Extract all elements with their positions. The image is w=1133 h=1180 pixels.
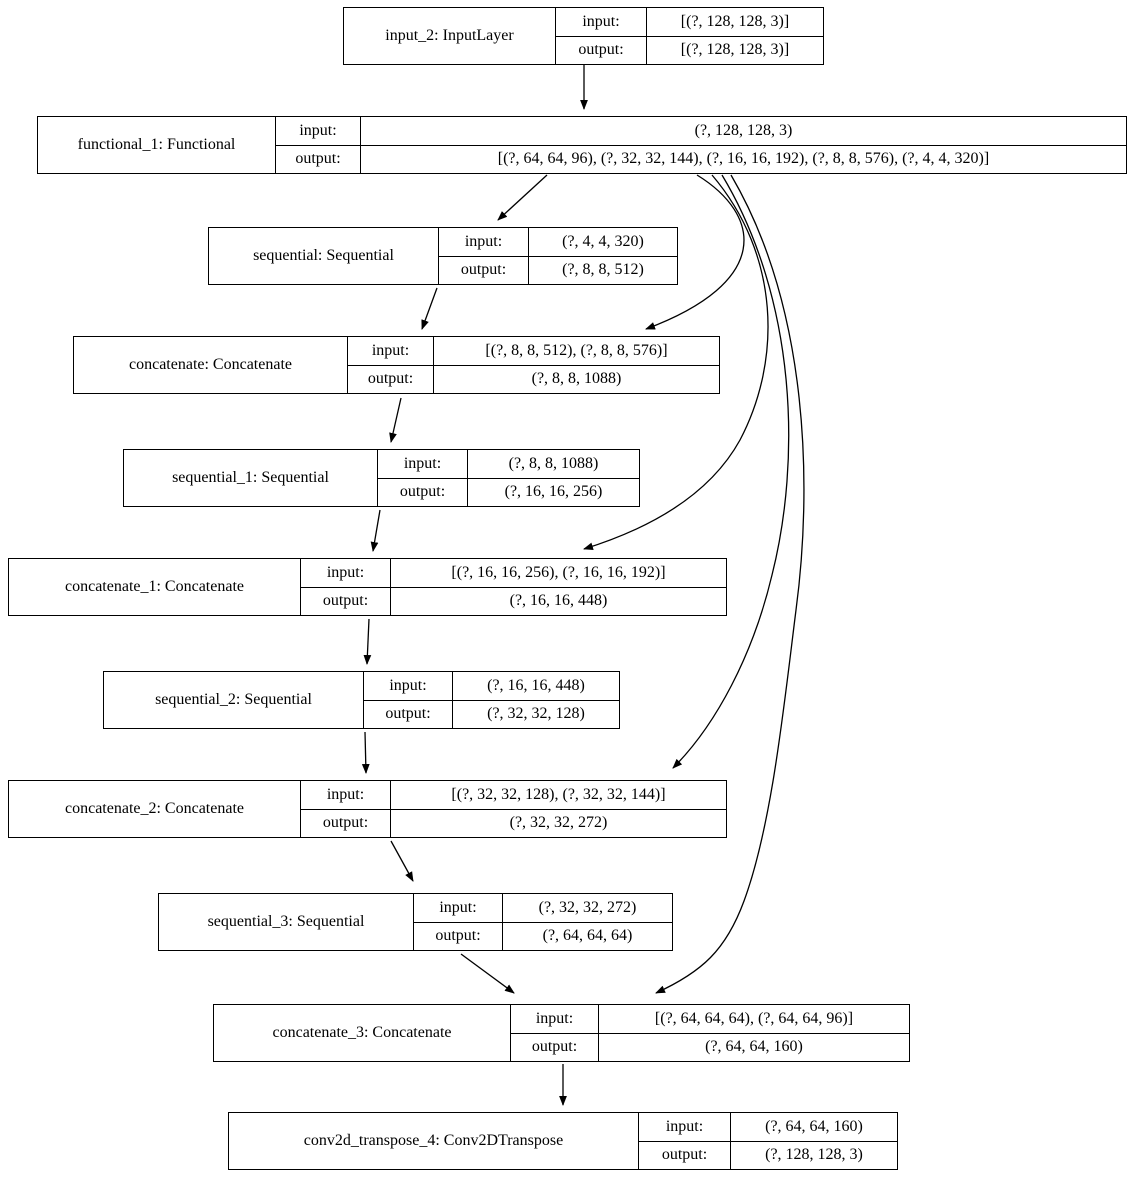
edge-concatenate-to-sequential-1 — [389, 397, 402, 443]
node-sequential-3: sequential_3: Sequential input: (?, 32, … — [158, 893, 673, 951]
input-shape-cell: (?, 32, 32, 272) — [538, 898, 637, 916]
node-input-2: input_2: InputLayer input: [(?, 128, 128… — [343, 7, 824, 65]
edge-concatenate-2-to-sequential-3 — [390, 840, 414, 882]
layer-name-cell: sequential: Sequential — [209, 228, 439, 284]
output-label-cell: output: — [639, 1141, 731, 1169]
input-shape-cell: (?, 8, 8, 1088) — [508, 454, 599, 472]
output-label-cell: output: — [348, 365, 434, 393]
input-label-cell: input: — [414, 894, 503, 922]
input-shape-cell: (?, 128, 128, 3) — [694, 121, 793, 139]
output-shape-cell: (?, 128, 128, 3) — [765, 1146, 863, 1164]
input-label-cell: input: — [511, 1005, 599, 1033]
node-conv2d-transpose-4: conv2d_transpose_4: Conv2DTranspose inpu… — [228, 1112, 898, 1170]
output-shape-cell: (?, 32, 32, 128) — [487, 705, 585, 723]
output-label-cell: output: — [301, 587, 391, 615]
layer-name-cell: sequential_1: Sequential — [124, 450, 378, 506]
output-shape-cell: (?, 16, 16, 448) — [509, 592, 608, 610]
edge-sequential-3-to-concatenate-3 — [460, 953, 515, 994]
layer-name-cell: sequential_2: Sequential — [104, 672, 364, 728]
layer-name-cell: conv2d_transpose_4: Conv2DTranspose — [229, 1113, 639, 1169]
input-label-cell: input: — [301, 559, 391, 587]
edge-sequential-1-to-concatenate-1 — [370, 509, 381, 552]
node-sequential-1: sequential_1: Sequential input: (?, 8, 8… — [123, 449, 640, 507]
output-shape-cell: (?, 64, 64, 64) — [542, 927, 633, 945]
layer-name-cell: functional_1: Functional — [38, 117, 276, 173]
node-concatenate-2: concatenate_2: Concatenate input: [(?, 3… — [8, 780, 727, 838]
input-shape-cell: (?, 64, 64, 160) — [765, 1117, 863, 1135]
edge-functional-1-to-concatenate-1 — [583, 174, 769, 551]
node-functional-1: functional_1: Functional input: (?, 128,… — [37, 116, 1127, 174]
layer-name-cell: concatenate: Concatenate — [74, 337, 348, 393]
layer-name-cell: concatenate_1: Concatenate — [9, 559, 301, 615]
output-label-cell: output: — [364, 700, 453, 728]
input-shape-cell: [(?, 8, 8, 512), (?, 8, 8, 576)] — [485, 341, 668, 359]
input-shape-cell: (?, 16, 16, 448) — [487, 676, 585, 694]
input-shape-cell: [(?, 128, 128, 3)] — [680, 12, 790, 30]
node-concatenate-3: concatenate_3: Concatenate input: [(?, 6… — [213, 1004, 910, 1062]
node-sequential: sequential: Sequential input: (?, 4, 4, … — [208, 227, 678, 285]
input-shape-cell: [(?, 16, 16, 256), (?, 16, 16, 192)] — [451, 563, 666, 581]
node-sequential-2: sequential_2: Sequential input: (?, 16, … — [103, 671, 620, 729]
node-concatenate: concatenate: Concatenate input: [(?, 8, … — [73, 336, 720, 394]
input-label-cell: input: — [639, 1113, 731, 1141]
edge-functional-1-to-concatenate — [645, 174, 745, 330]
layer-name-cell: concatenate_2: Concatenate — [9, 781, 301, 837]
output-label-cell: output: — [301, 809, 391, 837]
input-label-cell: input: — [378, 450, 468, 478]
input-shape-cell: [(?, 32, 32, 128), (?, 32, 32, 144)] — [451, 785, 666, 803]
node-concatenate-1: concatenate_1: Concatenate input: [(?, 1… — [8, 558, 727, 616]
output-label-cell: output: — [276, 145, 361, 173]
edge-functional-1-to-concatenate-3 — [655, 174, 805, 994]
edge-concatenate-1-to-sequential-2 — [363, 618, 372, 665]
output-label-cell: output: — [414, 922, 503, 950]
output-shape-cell: (?, 16, 16, 256) — [504, 483, 603, 501]
edge-sequential-2-to-concatenate-2 — [361, 731, 370, 774]
layer-name-cell: input_2: InputLayer — [344, 8, 556, 64]
layer-name-cell: sequential_3: Sequential — [159, 894, 414, 950]
edge-sequential-to-concatenate — [421, 287, 438, 330]
edge-functional-1-to-concatenate-2 — [672, 174, 790, 769]
edge-functional-1-to-sequential — [497, 174, 548, 221]
layer-name-cell: concatenate_3: Concatenate — [214, 1005, 511, 1061]
output-shape-cell: (?, 32, 32, 272) — [509, 814, 608, 832]
output-label-cell: output: — [439, 256, 529, 284]
input-label-cell: input: — [556, 8, 647, 36]
output-label-cell: output: — [556, 36, 647, 64]
output-shape-cell: (?, 8, 8, 512) — [562, 261, 644, 279]
input-shape-cell: [(?, 64, 64, 64), (?, 64, 64, 96)] — [654, 1009, 854, 1027]
output-shape-cell: [(?, 64, 64, 96), (?, 32, 32, 144), (?, … — [497, 150, 990, 168]
output-shape-cell: [(?, 128, 128, 3)] — [680, 41, 790, 59]
output-label-cell: output: — [511, 1033, 599, 1061]
input-label-cell: input: — [348, 337, 434, 365]
input-label-cell: input: — [364, 672, 453, 700]
output-shape-cell: (?, 8, 8, 1088) — [531, 370, 622, 388]
input-shape-cell: (?, 4, 4, 320) — [562, 232, 644, 250]
output-label-cell: output: — [378, 478, 468, 506]
input-label-cell: input: — [276, 117, 361, 145]
input-label-cell: input: — [439, 228, 529, 256]
output-shape-cell: (?, 64, 64, 160) — [705, 1038, 803, 1056]
input-label-cell: input: — [301, 781, 391, 809]
